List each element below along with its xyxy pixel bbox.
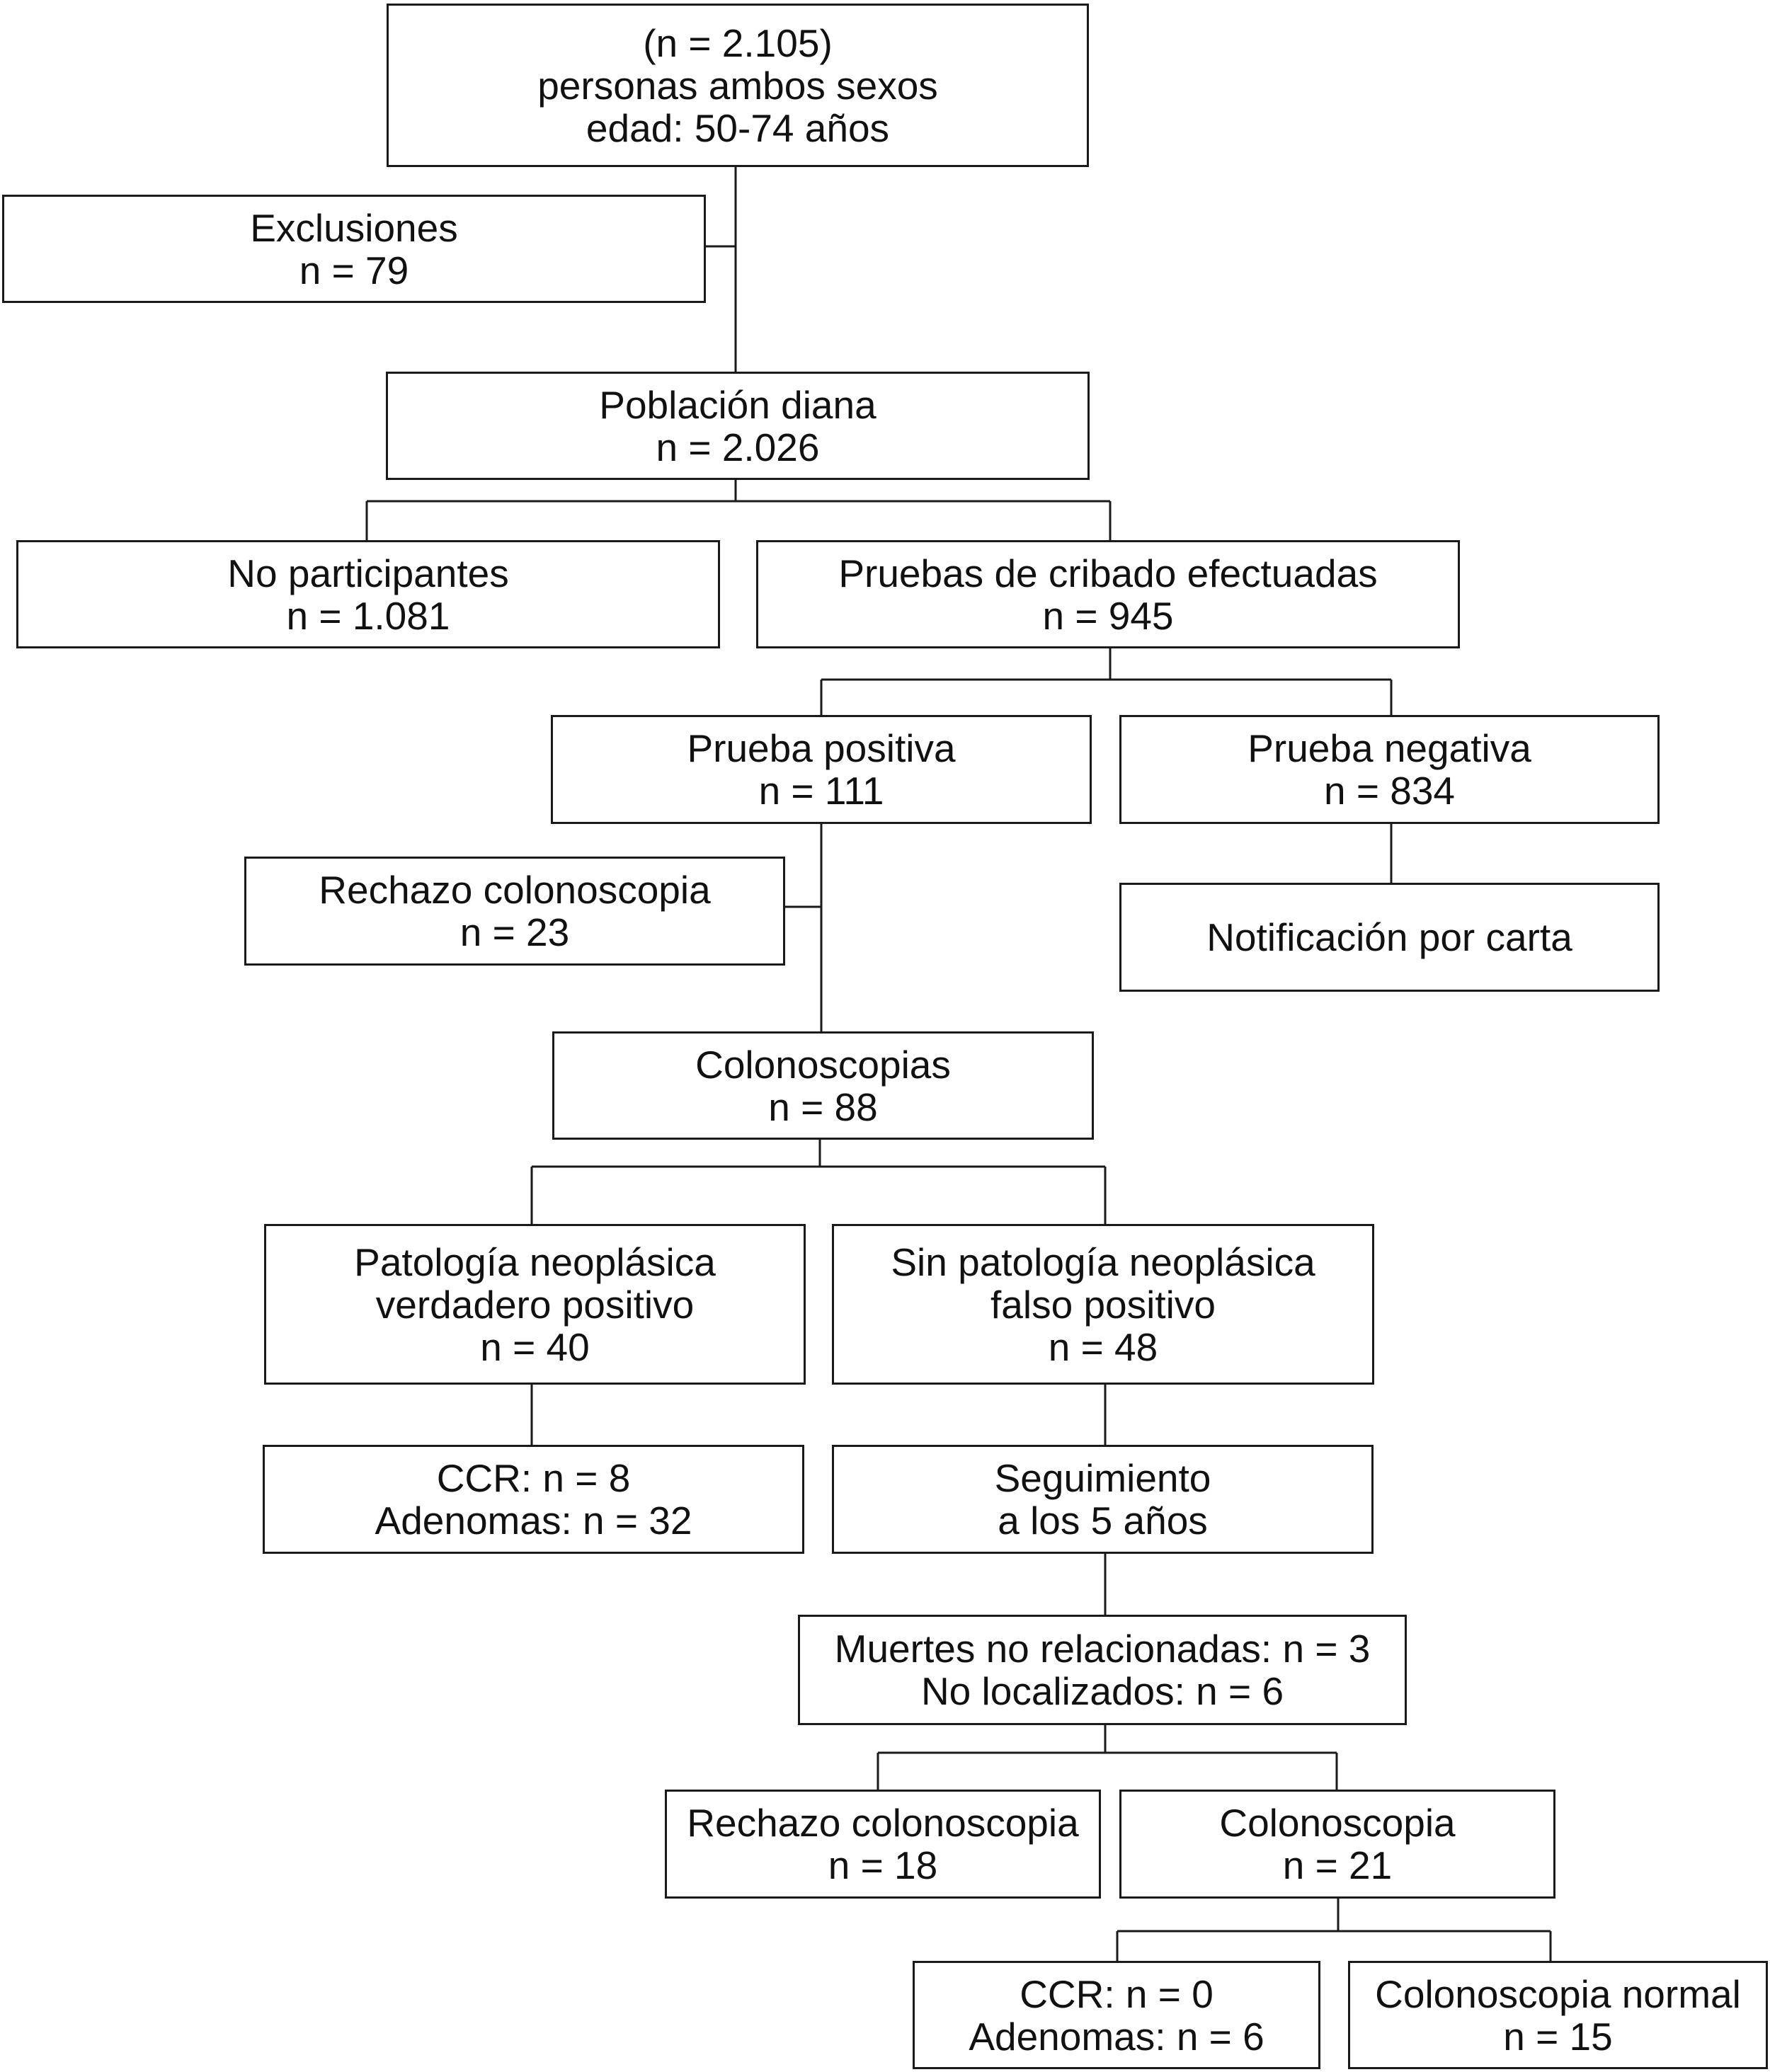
box-line: Prueba positiva xyxy=(687,726,956,770)
colonoscopy-box: Colonoscopia n = 21 xyxy=(1119,1790,1555,1899)
box-line: a los 5 años xyxy=(998,1499,1208,1542)
box-line: edad: 50-74 años xyxy=(586,105,890,150)
exclusions-box: Exclusiones n = 79 xyxy=(2,195,706,303)
negative-test-box: Prueba negativa n = 834 xyxy=(1119,715,1660,824)
box-line: Rechazo colonoscopia xyxy=(687,1801,1079,1845)
box-line: n = 834 xyxy=(1323,769,1456,813)
screened-box: Pruebas de cribado efectuadas n = 945 xyxy=(756,540,1460,648)
neoplastic-pathology-box: Patología neoplásica verdadero positivo … xyxy=(264,1224,806,1385)
box-line: n = 15 xyxy=(1503,2014,1613,2059)
colonoscopies-box: Colonoscopias n = 88 xyxy=(552,1031,1094,1140)
box-line: n = 111 xyxy=(758,769,884,813)
box-line: No participantes xyxy=(227,551,509,595)
box-line: Adenomas: n = 6 xyxy=(969,2014,1264,2059)
non-participants-box: No participantes n = 1.081 xyxy=(16,540,720,648)
box-line: n = 79 xyxy=(299,248,409,292)
box-line: n = 88 xyxy=(768,1084,878,1129)
box-line: n = 2.026 xyxy=(656,425,820,469)
box-line: Rechazo colonoscopia xyxy=(319,868,711,912)
results-box-1: CCR: n = 8 Adenomas: n = 32 xyxy=(263,1445,804,1554)
box-line: Notificación por carta xyxy=(1206,915,1572,959)
letter-notification-box: Notificación por carta xyxy=(1119,883,1660,992)
box-line: Muertes no relacionadas: n = 3 xyxy=(834,1627,1371,1671)
box-line: falso positivo xyxy=(990,1282,1216,1327)
total-population-box: (n = 2.105) personas ambos sexos edad: 5… xyxy=(387,4,1089,167)
box-line: Población diana xyxy=(599,382,877,427)
box-line: CCR: n = 0 xyxy=(1020,1971,1214,2016)
box-line: Colonoscopias xyxy=(695,1042,951,1087)
box-line: Seguimiento xyxy=(994,1456,1211,1500)
target-population-box: Población diana n = 2.026 xyxy=(386,372,1090,480)
box-line: n = 23 xyxy=(459,910,570,954)
box-line: n = 40 xyxy=(480,1324,590,1369)
box-line: n = 48 xyxy=(1048,1324,1158,1369)
box-line: verdadero positivo xyxy=(375,1282,695,1327)
box-line: n = 1.081 xyxy=(286,593,450,638)
box-line: n = 18 xyxy=(828,1843,938,1887)
box-line: CCR: n = 8 xyxy=(436,1456,631,1500)
box-line: n = 945 xyxy=(1042,593,1174,638)
non-neoplastic-box: Sin patología neoplásica falso positivo … xyxy=(832,1224,1374,1385)
refused-colonoscopy-box-2: Rechazo colonoscopia n = 18 xyxy=(665,1790,1101,1899)
results-box-2: CCR: n = 0 Adenomas: n = 6 xyxy=(913,1961,1320,2069)
box-line: Adenomas: n = 32 xyxy=(375,1499,692,1542)
positive-test-box: Prueba positiva n = 111 xyxy=(551,715,1092,824)
box-line: personas ambos sexos xyxy=(537,63,938,108)
refused-colonoscopy-box: Rechazo colonoscopia n = 23 xyxy=(244,857,785,966)
losses-box: Muertes no relacionadas: n = 3 No locali… xyxy=(798,1615,1407,1725)
box-line: Colonoscopia normal xyxy=(1375,1971,1741,2016)
normal-colonoscopy-box: Colonoscopia normal n = 15 xyxy=(1348,1961,1768,2069)
box-line: Exclusiones xyxy=(250,205,458,250)
box-line: n = 21 xyxy=(1282,1843,1393,1887)
box-line: (n = 2.105) xyxy=(643,21,833,65)
box-line: Colonoscopia xyxy=(1219,1801,1456,1845)
box-line: Sin patología neoplásica xyxy=(891,1240,1315,1284)
box-line: Prueba negativa xyxy=(1247,726,1531,770)
box-line: No localizados: n = 6 xyxy=(920,1669,1284,1713)
box-line: Patología neoplásica xyxy=(354,1240,716,1284)
followup-box: Seguimiento a los 5 años xyxy=(832,1445,1374,1554)
box-line: Pruebas de cribado efectuadas xyxy=(838,551,1378,595)
